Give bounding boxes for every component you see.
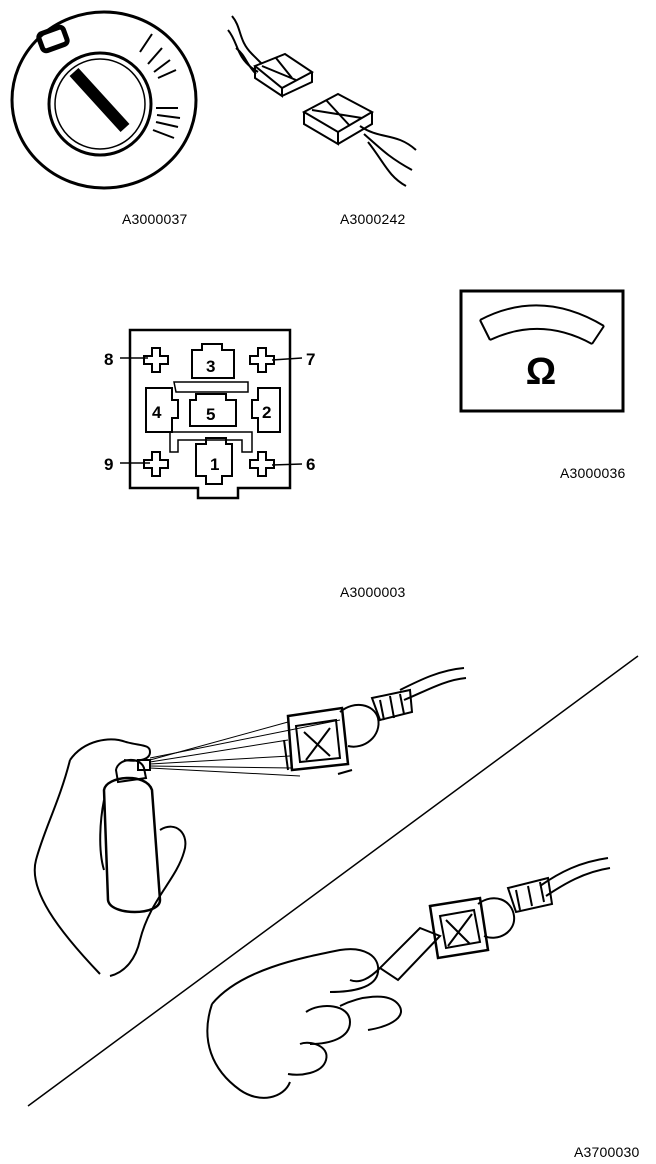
spray-cleaning-illustration <box>27 655 639 1107</box>
pin-label-4: 4 <box>152 403 162 422</box>
pin-label-2: 2 <box>262 403 271 422</box>
caption-a3000003: A3000003 <box>340 584 406 600</box>
rotary-switch-illustration <box>10 10 198 190</box>
pin-label-1: 1 <box>210 455 219 474</box>
pin-label-8: 8 <box>104 350 113 369</box>
pin-label-7: 7 <box>306 350 315 369</box>
ohmmeter-display <box>459 289 625 413</box>
caption-a3700030: A3700030 <box>574 1144 640 1160</box>
caption-a3000036: A3000036 <box>560 465 626 481</box>
pin-label-5: 5 <box>206 405 215 424</box>
pin-label-6: 6 <box>306 455 315 474</box>
ohm-symbol: Ω <box>526 351 556 393</box>
pin-diagram <box>120 328 303 500</box>
caption-a3000037: A3000037 <box>122 211 188 227</box>
pin-label-9: 9 <box>104 455 113 474</box>
pin-label-3: 3 <box>206 357 215 376</box>
connector-pair-illustration <box>227 15 417 187</box>
caption-a3000242: A3000242 <box>340 211 406 227</box>
